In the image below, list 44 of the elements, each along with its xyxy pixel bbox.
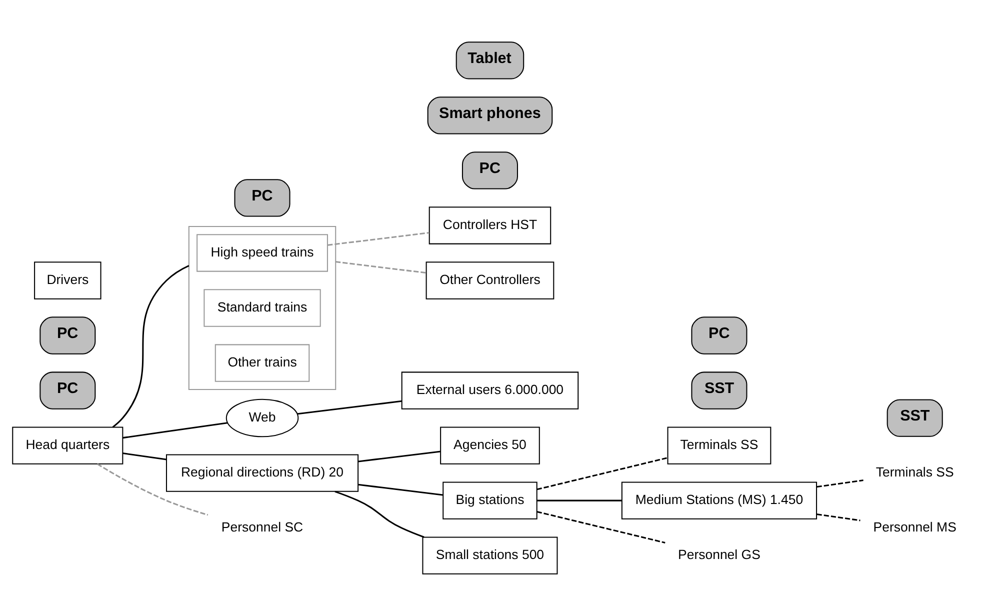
connector [334,490,424,538]
node-text: Personnel GS [678,547,760,562]
node-box: Agencies 50 [440,426,540,464]
node-text: Personnel SC [221,520,304,535]
node-box: External users 6.000.000 [401,372,579,410]
node-box: PC [40,372,96,410]
node-box: Head quarters [12,426,124,464]
connector [122,422,228,439]
connector [816,479,864,488]
connector [536,500,622,502]
connector [536,457,668,490]
connector [297,400,402,415]
node-box: Big stations [442,482,538,520]
node-text: Terminals SS [876,464,954,480]
node-box: Standard trains [204,289,321,327]
connector [112,264,190,428]
connector [358,484,444,496]
node-ellipse: Web [226,398,299,438]
node-box: Terminals SS [667,426,772,464]
node-box: SST [691,372,748,410]
connector [536,510,666,544]
node-box: Drivers [34,262,102,300]
node-box: Controllers HST [428,206,552,244]
node-box: PC [691,316,748,354]
connector [122,452,166,460]
node-box: PC [40,316,96,354]
node-box: PC [462,152,518,190]
connector [336,261,426,274]
node-box: Tablet [456,42,524,80]
node-box: High speed trains [196,234,328,272]
connector [816,514,860,522]
cluster [188,226,336,390]
connector [328,232,430,246]
node-text: Personnel MS [873,520,956,535]
node-box: PC [234,179,290,217]
node-box: Medium Stations (MS) 1.450 [621,482,818,520]
connector [96,463,208,516]
node-box: Regional directions (RD) 20 [166,454,359,492]
node-box: Other Controllers [426,262,554,300]
node-box: Other trains [214,344,310,382]
connector [358,450,441,462]
node-box: Small stations 500 [422,536,558,574]
node-box: Smart phones [427,96,553,134]
node-box: SST [886,399,943,437]
